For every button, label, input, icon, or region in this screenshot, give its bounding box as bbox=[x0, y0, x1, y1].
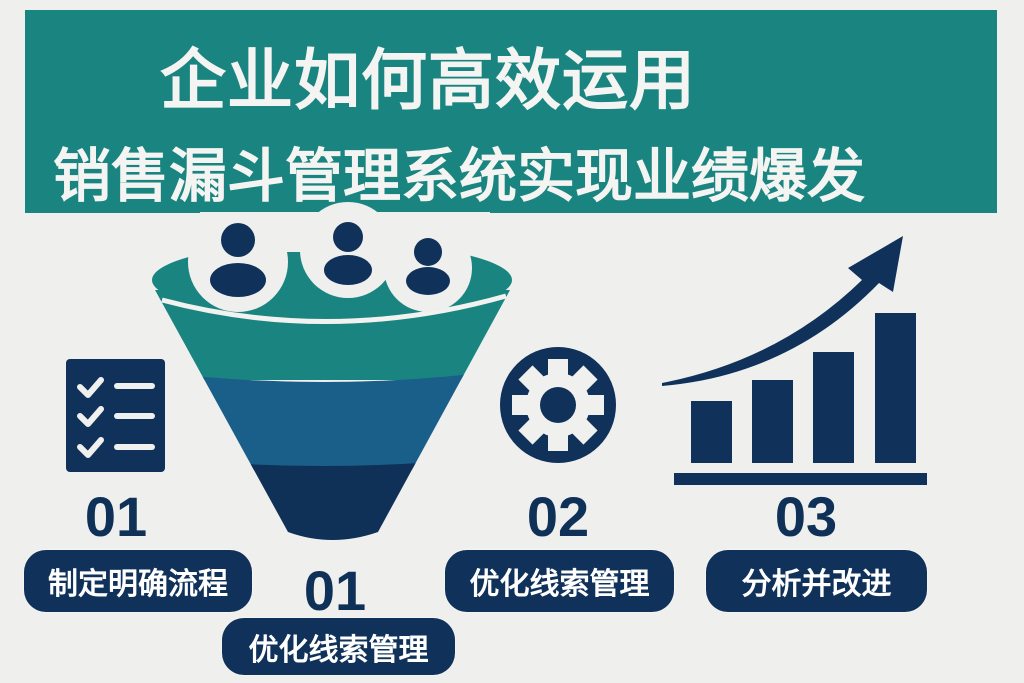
title-banner: 企业如何高效运用 销售漏斗管理系统实现业绩爆发 bbox=[25, 10, 997, 213]
sales-funnel-icon bbox=[152, 202, 512, 540]
title-line-2: 销售漏斗管理系统实现业绩爆发 bbox=[53, 142, 866, 210]
step-label-2: 优化线索管理 bbox=[445, 550, 674, 612]
person-icon bbox=[210, 223, 266, 297]
step-label-3: 分析并改进 bbox=[706, 550, 927, 612]
step-number-1: 01 bbox=[84, 485, 148, 548]
funnel-step-number: 01 bbox=[303, 559, 367, 622]
person-icon bbox=[406, 238, 450, 295]
step-number-3: 03 bbox=[774, 485, 838, 548]
funnel-step-label: 优化线索管理 bbox=[222, 618, 455, 675]
person-icon bbox=[324, 222, 372, 285]
growth-bar-chart-icon bbox=[662, 236, 927, 485]
checklist-icon bbox=[66, 359, 165, 472]
step-number-2: 02 bbox=[526, 485, 590, 548]
title-line-1: 企业如何高效运用 bbox=[160, 42, 696, 119]
step-label-1: 制定明确流程 bbox=[24, 550, 252, 612]
gear-icon bbox=[500, 347, 616, 463]
